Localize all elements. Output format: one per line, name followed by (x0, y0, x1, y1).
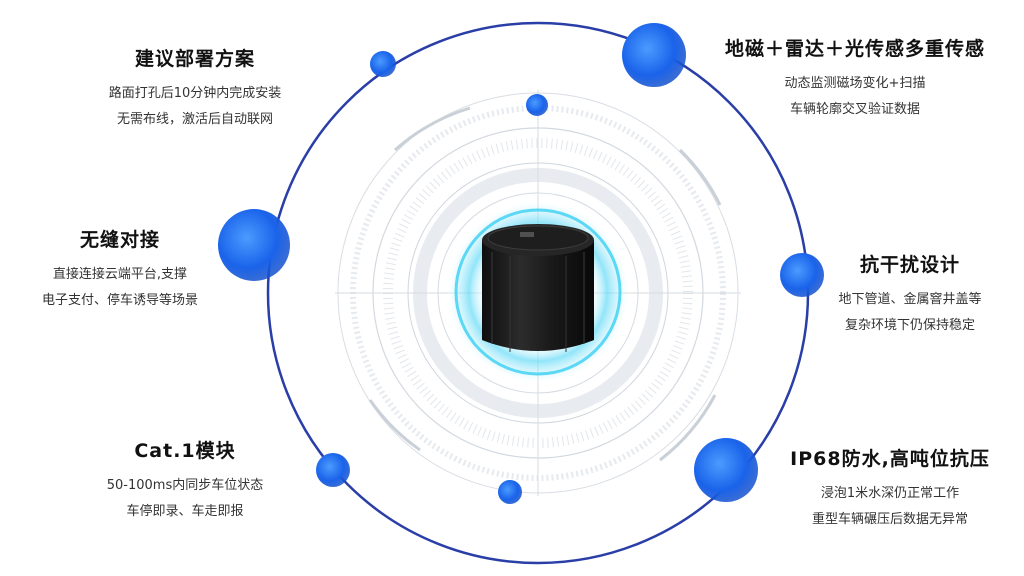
sensor-device-image (482, 224, 594, 352)
node-dot (780, 253, 824, 297)
feature-line: 电子支付、停车诱导等场景 (41, 293, 198, 308)
feature-line: 无需布线，激活后自动联网 (116, 112, 273, 127)
feature-line: 复杂环境下仍保持稳定 (844, 318, 975, 333)
feature-line: 地下管道、金属窨井盖等 (838, 292, 982, 307)
feature-title: 地磁＋雷达＋光传感多重传感 (724, 38, 985, 60)
feature-title: IP68防水,高吨位抗压 (790, 448, 990, 470)
feature-multi-sensor: 地磁＋雷达＋光传感多重传感 动态监测磁场变化+扫描 车辆轮廓交叉验证数据 (700, 34, 1010, 123)
feature-line: 动态监测磁场变化+扫描 (784, 76, 926, 91)
feature-line: 车辆轮廓交叉验证数据 (789, 102, 920, 117)
radar-rings (335, 90, 741, 496)
node-dot (370, 51, 396, 77)
node-dot (622, 23, 686, 87)
feature-title: 无缝对接 (79, 229, 160, 251)
node-dot (694, 438, 758, 502)
feature-title: 抗干扰设计 (859, 254, 960, 276)
feature-line: 50-100ms内同步车位状态 (106, 478, 264, 493)
node-dot (526, 94, 548, 116)
feature-line: 浸泡1米水深仍正常工作 (820, 486, 960, 501)
feature-deployment: 建议部署方案 路面打孔后10分钟内完成安装 无需布线，激活后自动联网 (60, 44, 330, 133)
glow-line (454, 208, 622, 376)
node-dot (218, 209, 290, 281)
feature-title: Cat.1模块 (134, 440, 236, 462)
feature-cat1-module: Cat.1模块 50-100ms内同步车位状态 车停即录、车走即报 (60, 436, 310, 525)
feature-line: 路面打孔后10分钟内完成安装 (108, 86, 282, 101)
node-dot (316, 453, 350, 487)
feature-seamless-integration: 无缝对接 直接连接云端平台,支撑 电子支付、停车诱导等场景 (0, 225, 240, 314)
feature-line: 车停即录、车走即报 (126, 504, 244, 519)
feature-ip68-waterproof: IP68防水,高吨位抗压 浸泡1米水深仍正常工作 重型车辆碾压后数据无异常 (770, 444, 1010, 533)
feature-line: 直接连接云端平台,支撑 (52, 267, 188, 282)
feature-title: 建议部署方案 (134, 48, 255, 70)
ring-nodes (218, 23, 824, 504)
feature-line: 重型车辆碾压后数据无异常 (811, 512, 968, 527)
node-dot (498, 480, 522, 504)
feature-anti-interference: 抗干扰设计 地下管道、金属窨井盖等 复杂环境下仍保持稳定 (800, 250, 1020, 339)
